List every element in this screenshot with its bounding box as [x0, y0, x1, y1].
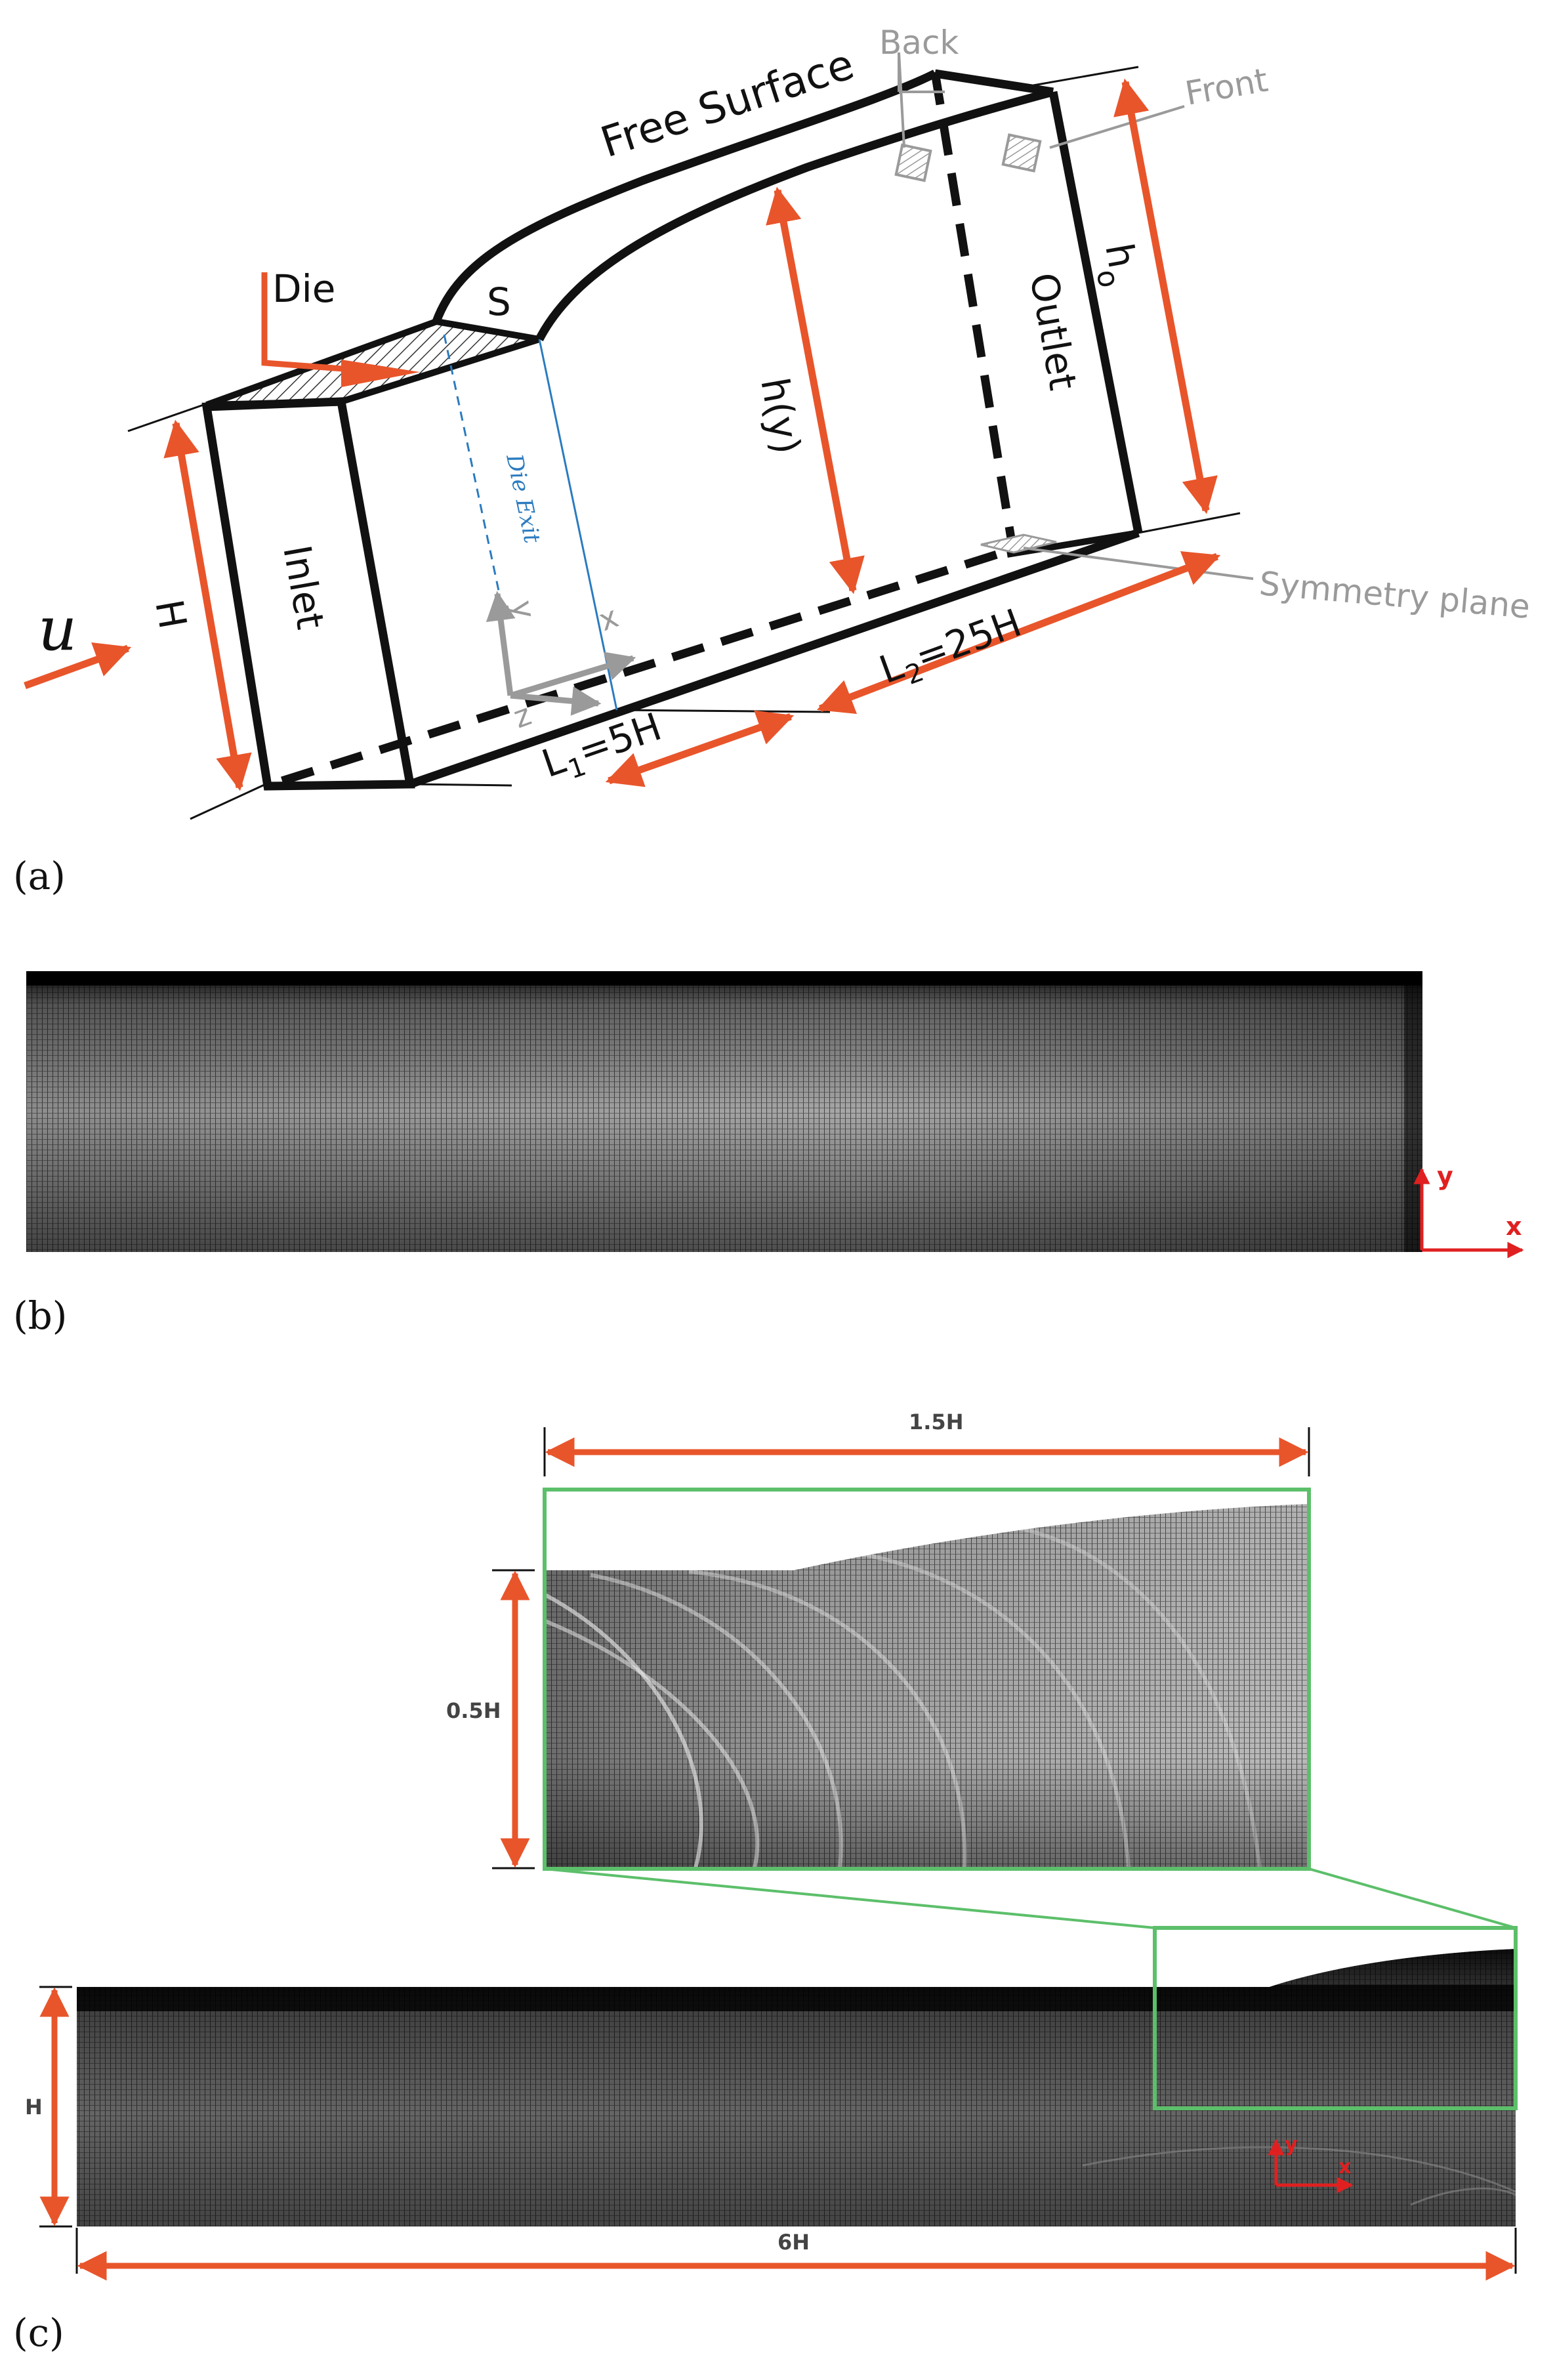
- axis-y-label: y: [505, 598, 543, 621]
- symmetry-plane-label: Symmetry plane: [1258, 564, 1531, 626]
- panel-b: y x (b): [13, 971, 1524, 1338]
- u-arrow: [24, 642, 132, 690]
- panel-c-label: (c): [13, 2310, 64, 2355]
- outlet-label: Outlet: [1021, 270, 1085, 394]
- mesh-b-density-x: [26, 971, 1422, 1252]
- extension-line: [413, 783, 512, 787]
- extension-line: [127, 404, 204, 432]
- panel-a: Die Exit Symmetry plane Back Front Free …: [13, 24, 1531, 898]
- outlet-top-edge: [934, 69, 1054, 96]
- L2-arrow: [816, 551, 1221, 714]
- H-arrow: [163, 419, 252, 791]
- free-surface-back: [432, 70, 937, 324]
- axis-y-arrow: [486, 591, 516, 696]
- ho-arrow: [1113, 78, 1218, 514]
- dim-H-label: H: [25, 2095, 43, 2119]
- b-axis-x-label: x: [1506, 1212, 1522, 1241]
- c-axis-x-label: x: [1338, 2156, 1351, 2179]
- extension-line: [1033, 66, 1139, 87]
- u-label: u: [38, 594, 77, 664]
- axis-x-arrow: [509, 652, 636, 699]
- back-leader: [898, 52, 905, 148]
- back-square: [894, 143, 932, 182]
- zoom-frame: [543, 1488, 1311, 1871]
- ho-sub-label: o: [1090, 267, 1126, 290]
- hy-arrow: [766, 186, 865, 595]
- bottom-edge: [408, 528, 1140, 789]
- back-label: Back: [879, 24, 959, 62]
- hidden-edge-back: [930, 71, 1018, 556]
- s-label: S: [487, 280, 511, 324]
- extension-line: [190, 783, 266, 820]
- die-top-hatch: [205, 318, 541, 408]
- die-label: Die: [272, 266, 335, 311]
- axis-x-label: x: [594, 598, 623, 638]
- die-exit-line-solid: [538, 339, 618, 711]
- zoom-highlight-frame: [1153, 1926, 1518, 2110]
- mesh-b-top-band: [26, 971, 1422, 986]
- dim-0-5H-label: 0.5H: [446, 1698, 501, 1723]
- free-surface-front: [535, 87, 1054, 341]
- die-exit-line-dashed: [443, 334, 500, 591]
- front-square: [1001, 133, 1042, 173]
- L2-value: =25H: [909, 600, 1027, 680]
- panel-b-label: (b): [13, 1293, 67, 1338]
- panel-a-label: (a): [13, 854, 66, 898]
- front-label: Front: [1182, 61, 1271, 113]
- bottom-back-edge: [1006, 530, 1139, 558]
- symmetry-hatch: [980, 533, 1057, 554]
- b-axis-y-label: y: [1437, 1161, 1453, 1190]
- dim-6H-label: 6H: [778, 2230, 810, 2255]
- L1-arrow: [605, 710, 795, 787]
- die-exit-label: Die Exit: [501, 451, 545, 546]
- c-axis-y-label: y: [1285, 2133, 1298, 2156]
- mesh-b-right-band: [1404, 971, 1422, 1252]
- hy-label: h(y): [752, 375, 809, 457]
- extension-line: [1138, 512, 1241, 534]
- axis-z-arrow: [510, 686, 602, 716]
- zoom-connector-right: [1308, 1868, 1516, 1929]
- die-arrowhead: [341, 360, 420, 387]
- front-leader: [1049, 105, 1185, 149]
- zoom-connector-left: [544, 1868, 1155, 1929]
- zoom-mesh: [545, 1504, 1309, 1868]
- dim-1-5H-label: 1.5H: [909, 1409, 963, 1434]
- panel-c: 1.5H 0.5H H 6H y x: [13, 1409, 1518, 2355]
- ho-label: h: [1096, 240, 1144, 272]
- H-label: H: [146, 596, 196, 633]
